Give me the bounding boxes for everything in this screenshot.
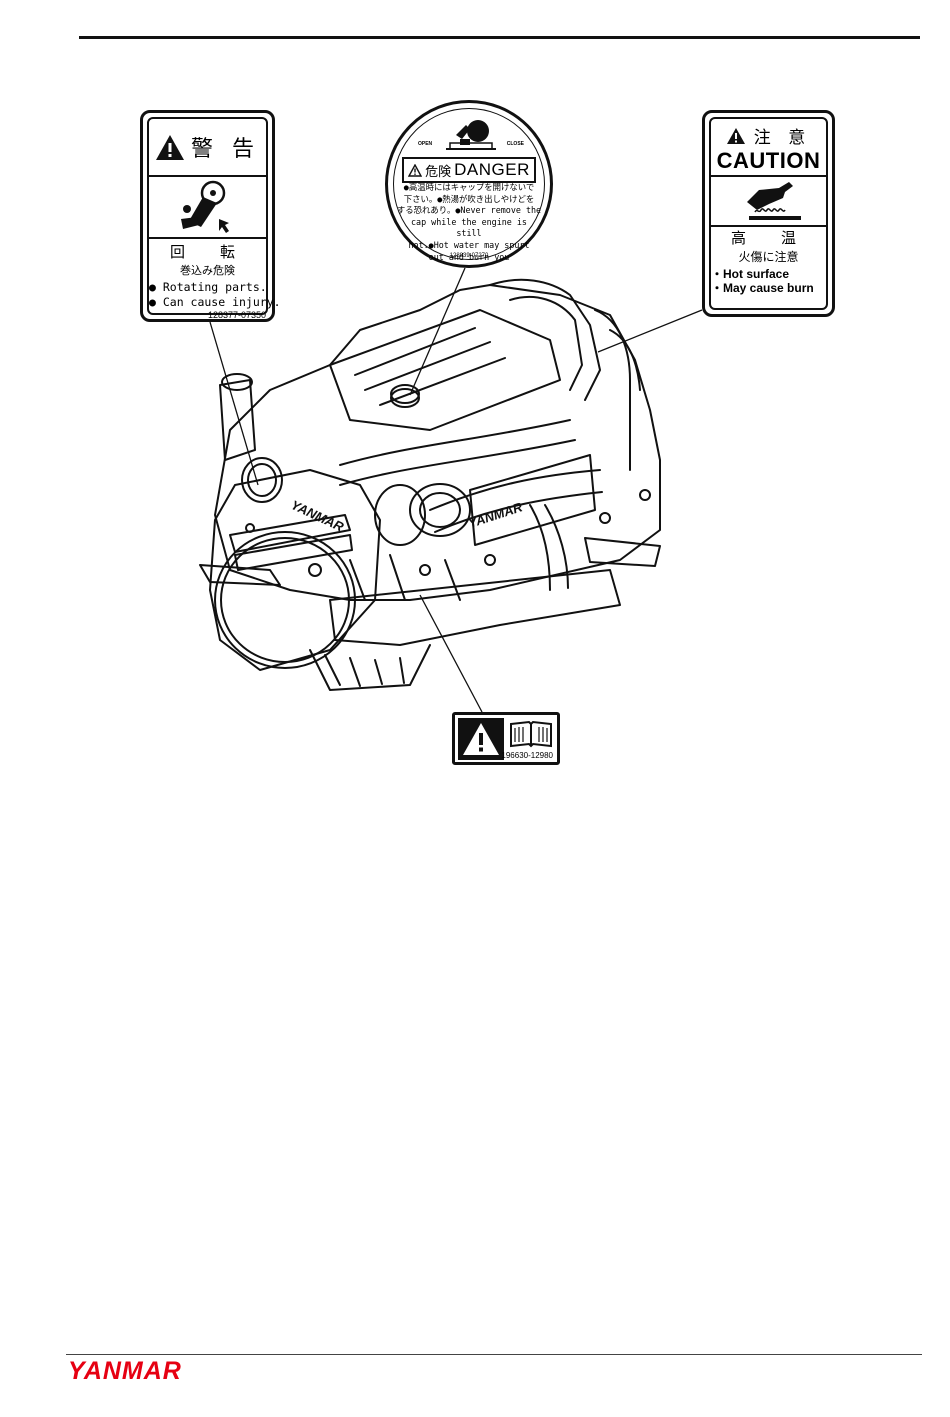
leader-line-manual [419, 594, 483, 713]
header-rule [79, 36, 920, 39]
danger-body-line: ●高温時にはキャップを開けないで [403, 182, 535, 192]
warning-heading: 回 転 [169, 243, 245, 261]
warning-part-number: 128377-07350 [207, 310, 266, 320]
danger-body-line: 下さい。●熱湯が吹き出しやけどを [403, 193, 535, 204]
manual-part-number: 196630-12980 [501, 751, 553, 760]
warning-triangle-icon [408, 163, 423, 177]
danger-part-number: 128839-07270 [449, 253, 489, 259]
caution-line-1: ・Hot surface [711, 267, 790, 281]
warning-line-2: ● Can cause injury. [149, 295, 281, 309]
warning-line-1: ● Rotating parts. [149, 280, 267, 294]
danger-body-line: する恐れあり。●Never remove the [396, 205, 542, 216]
open-indicator: OPEN [418, 141, 433, 147]
caution-heading: 高 温 [730, 229, 806, 247]
caution-title-jp: 注 意 [753, 128, 812, 148]
warning-triangle-icon [458, 718, 504, 760]
danger-body-line: cap while the engine is still [411, 216, 527, 239]
hot-surface-hand-icon [747, 182, 801, 220]
warning-subheading: 巻込み危険 [180, 264, 235, 277]
danger-body-line: out and burn you [428, 251, 510, 262]
hot-water-danger-label: OPEN CLOSE 危険 DANGER ●高温時にはキャップを開けないで 下さ… [385, 100, 553, 268]
danger-header: 危険 DANGER [402, 157, 536, 183]
warning-title: 警 告 [191, 137, 260, 162]
yanmar-logo: YANMAR [68, 1357, 182, 1384]
hot-surface-caution-label: 注 意 CAUTION 高 温 火傷に注意 ・Hot surface ・May … [702, 110, 835, 317]
danger-body: ●高温時にはキャップを開けないで 下さい。●熱湯が吹き出しやけどを する恐れあり… [396, 182, 542, 263]
footer-rule [66, 1354, 922, 1355]
leader-line-danger [409, 267, 466, 396]
warning-triangle-icon [156, 134, 184, 160]
read-manual-label: 196630-12980 [452, 712, 560, 765]
engine-illustration: YANMAR YANMAR [199, 278, 661, 691]
hand-on-cap-icon [446, 120, 496, 150]
manual-book-icon [510, 720, 552, 748]
caution-title-en: CAUTION [716, 148, 821, 173]
danger-body-line: hot.●Hot water may spurt [408, 239, 530, 250]
caution-line-2: ・May cause burn [711, 281, 814, 295]
leader-line-caution [597, 309, 703, 353]
warning-triangle-icon [726, 127, 745, 144]
rotating-belt-hand-icon [181, 180, 229, 233]
leader-line-warning [209, 321, 259, 486]
yanmar-logo-text: YANMAR [68, 1357, 182, 1384]
caution-subheading: 火傷に注意 [738, 250, 799, 264]
rotating-parts-warning-label: 警 告 回 転 巻込み危険 ● Rotating parts. ● Can ca… [140, 110, 281, 322]
danger-title-en: DANGER [454, 160, 530, 179]
danger-title-jp: 危険 [425, 164, 452, 180]
close-indicator: CLOSE [506, 141, 524, 147]
